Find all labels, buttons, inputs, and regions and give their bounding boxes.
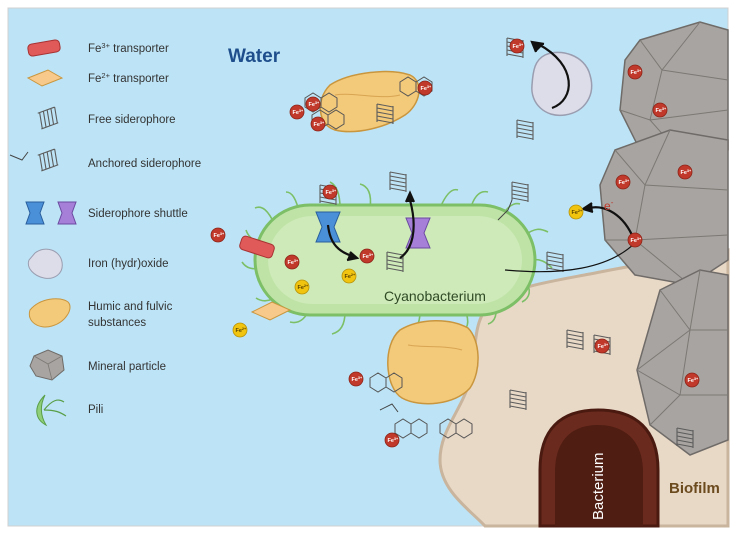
fe2-ion (568, 204, 584, 220)
fe3-ion (210, 227, 226, 243)
legend-anchored-siderophore-label: Anchored siderophore (88, 158, 201, 170)
fe3-ion (322, 184, 338, 200)
fe3-ion (305, 96, 321, 112)
fe3-ion (348, 371, 364, 387)
legend-fe3-transporter: Fe3+ transporter (27, 39, 169, 57)
legend-anchored-siderophore: Anchored siderophore (9, 148, 201, 172)
fe3-ion (417, 80, 433, 96)
legend-iron-hydroxide: Iron (hydr)oxide (27, 248, 169, 279)
fe3-ion (684, 372, 700, 388)
biofilm-label: Biofilm (669, 480, 720, 497)
legend-fe2-transporter-label: Fe2+ transporter (88, 71, 169, 85)
legend-humic-label-line1: Humic and fulvic (88, 301, 173, 313)
fe3-ion (652, 102, 668, 118)
fe3-ion (359, 248, 375, 264)
fe3-ion (627, 232, 643, 248)
fe2-transporter-on-cell (250, 301, 292, 321)
legend: Fe3+ transporter Fe2+ transporter Free s… (9, 39, 201, 427)
fe3-ion (284, 254, 300, 270)
legend-siderophore-shuttle-label: Siderophore shuttle (88, 208, 188, 220)
humic-substance-bottom (369, 320, 479, 439)
fe3-ion (594, 338, 610, 354)
legend-free-siderophore: Free siderophore (34, 106, 176, 130)
electron-label: e- (604, 198, 614, 213)
legend-fe3-transporter-label: Fe3+ transporter (88, 41, 169, 55)
fe3-ion (310, 116, 326, 132)
fe3-ion (289, 104, 305, 120)
cyanobacterium-label: Cyanobacterium (384, 288, 486, 304)
fe3-ion (384, 432, 400, 448)
bacterium-label: Bacterium (590, 452, 607, 520)
arrows (326, 40, 633, 262)
legend-humic-label-line2: substances (88, 317, 146, 329)
legend-fe2-transporter: Fe2+ transporter (26, 69, 169, 87)
legend-iron-hydroxide-label: Iron (hydr)oxide (88, 258, 169, 270)
mineral-particle-bottom (636, 269, 729, 456)
fe3-ion (627, 64, 643, 80)
legend-free-siderophore-label: Free siderophore (88, 114, 176, 126)
fe3-ion (615, 174, 631, 190)
water-label: Water (228, 46, 281, 67)
fe2-ion (232, 322, 248, 338)
legend-pili: Pili (36, 394, 103, 427)
fe2-ion (294, 279, 310, 295)
bacterium-inner (555, 425, 643, 526)
siderophore-anchor-line (497, 199, 513, 221)
legend-pili-label: Pili (88, 404, 103, 416)
fe3-transporter-on-cell (239, 235, 275, 259)
fe2-ion (341, 268, 357, 284)
thin-arrow-to-cell (504, 239, 639, 273)
fe3-ion (677, 164, 693, 180)
iron-oxide-top (531, 51, 593, 117)
legend-humic-substances: Humic and fulvic substances (28, 298, 173, 329)
legend-siderophore-shuttle: Siderophore shuttle (25, 201, 188, 225)
legend-mineral-particle-label: Mineral particle (88, 361, 166, 373)
legend-mineral-particle: Mineral particle (29, 349, 166, 381)
fe3-ion (509, 38, 525, 54)
